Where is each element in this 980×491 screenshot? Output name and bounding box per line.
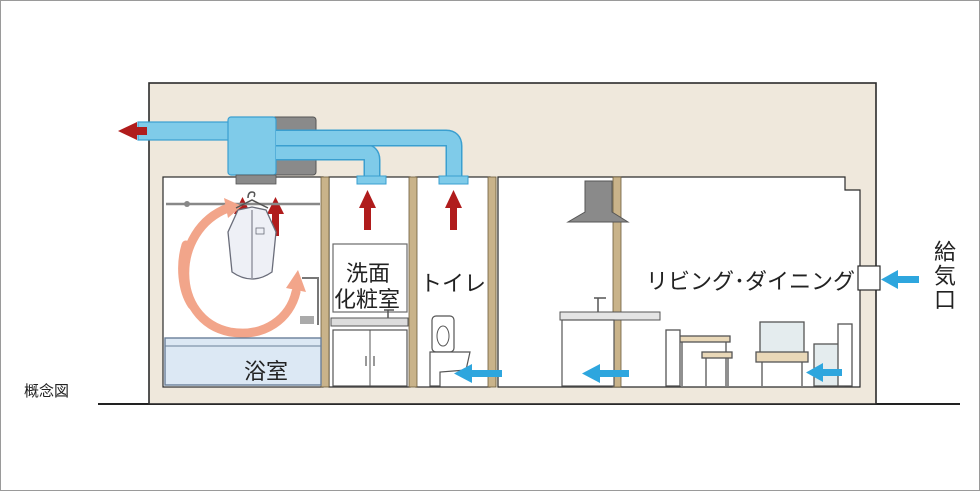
mirror-cabinet (332, 243, 408, 313)
exhaust-arrow-washroom (359, 190, 376, 230)
fan-housing (227, 116, 277, 176)
range-hood (566, 180, 630, 223)
supply-label: 給気口 (930, 240, 955, 312)
washroom-label-line1: 洗面 (346, 262, 391, 287)
supply-arrow-toilet (454, 364, 502, 383)
supply-arrow-living (806, 363, 842, 382)
exhaust-out-arrow (118, 122, 147, 140)
toilet-bowl (429, 351, 471, 387)
shirt-icon (227, 191, 277, 280)
vanity-counter (330, 317, 409, 327)
bathroom-label: 浴室 (244, 360, 289, 385)
supply-opening (857, 265, 881, 291)
toilet-tank (431, 315, 455, 353)
bathtub (164, 337, 322, 386)
supply-arrow-inlet (881, 270, 919, 289)
exhaust-arrow-bath-2 (267, 197, 284, 236)
kitchen-counter (559, 311, 661, 321)
exhaust-arrow-toilet (445, 190, 462, 230)
toilet-label: トイレ (420, 272, 487, 297)
kitchen-contents (559, 180, 661, 387)
washroom-label-line2: 化粧室 (334, 288, 401, 313)
living-label: リビング･ダイニング (646, 270, 856, 295)
bathroom-contents (164, 191, 322, 386)
wall-studs (320, 176, 622, 388)
concept-label: 概念図 (24, 382, 70, 400)
supply-arrows (454, 270, 919, 383)
circulation-arrow (180, 203, 301, 338)
duct-system (137, 116, 469, 185)
washroom-contents (330, 243, 409, 387)
supply-arrow-kitchen (582, 364, 629, 383)
toilet-contents (429, 315, 471, 387)
exhaust-duct (137, 121, 239, 141)
